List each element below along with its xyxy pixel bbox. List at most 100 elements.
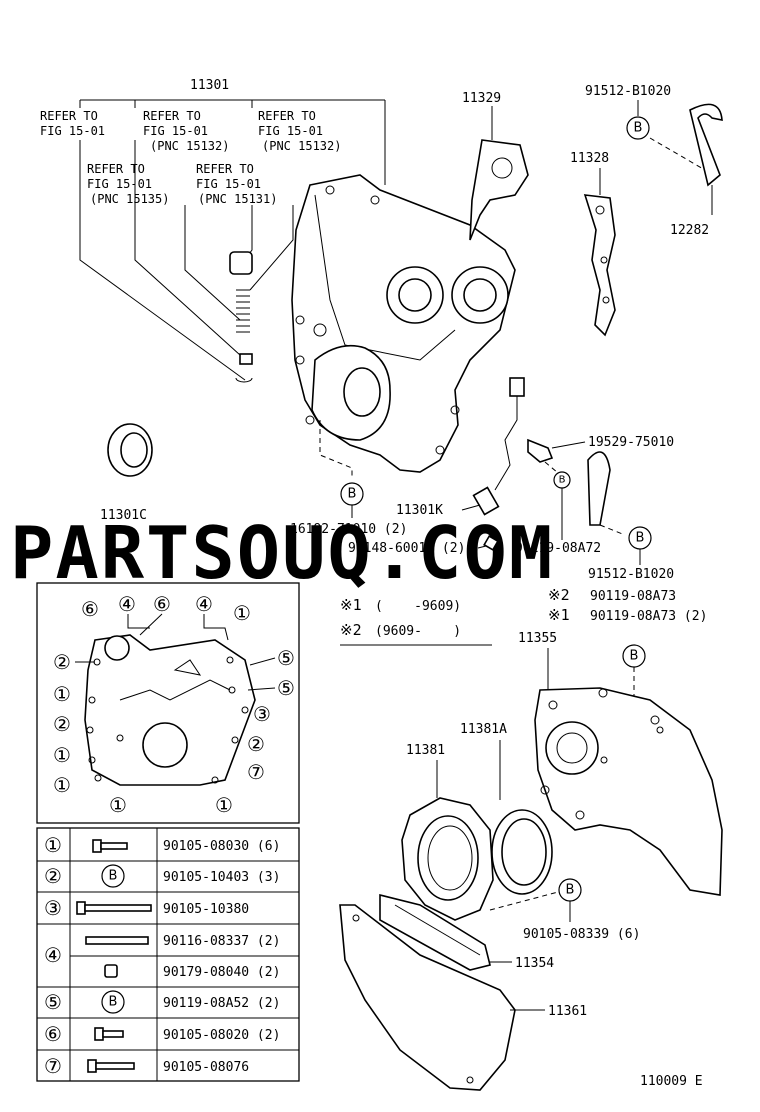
svg-text:⑦: ⑦ xyxy=(247,760,265,784)
label-11301: 11301 xyxy=(190,78,229,93)
label-91512-top: 91512-B1020 xyxy=(585,84,671,99)
bolt-table-row-7: ⑦ 90105-08076 xyxy=(44,1054,249,1078)
note-2-marker: ※2 xyxy=(340,621,362,639)
bolt-table xyxy=(36,827,300,1082)
dust-seal-plate-11361 xyxy=(339,904,516,1091)
label-16192: 16192-71010 (2) xyxy=(290,522,407,537)
bolt-table-row-2: ② B 90105-10403 (3) xyxy=(44,864,280,888)
svg-text:④: ④ xyxy=(44,943,62,967)
svg-text:①: ① xyxy=(53,773,71,797)
svg-text:①: ① xyxy=(109,793,127,817)
cover-gasket-11328 xyxy=(583,194,616,337)
long-bolt-icon xyxy=(76,901,152,915)
inset-callouts: ⑥ ④ ⑥ ④ ① ② ① ② ① ① ① ① ⑤ ⑤ ③ ② ⑦ xyxy=(53,592,295,817)
bolt-table-row-1: ① 90105-08030 (6) xyxy=(44,833,280,857)
nut-icon xyxy=(104,964,118,978)
relief-valve-parts xyxy=(229,251,253,383)
bolt-icon xyxy=(92,839,128,853)
bracket-19529 xyxy=(527,438,611,526)
bolt-table-row-4: ④ 90116-08337 (2) xyxy=(44,934,280,967)
svg-text:REFER TO: REFER TO xyxy=(196,162,254,176)
svg-text:FIG 15-01: FIG 15-01 xyxy=(87,177,152,191)
label-91512-bottom: 91512-B1020 xyxy=(588,567,674,582)
svg-text:②: ② xyxy=(53,712,71,736)
label-90119-08A73: 90119-08A73 xyxy=(590,589,676,604)
refer-note-5: REFER TO FIG 15-01 (PNC 15131) xyxy=(196,162,277,206)
marker-b-icon xyxy=(101,864,125,888)
label-11301C: 11301C xyxy=(100,508,147,523)
bolt-icon xyxy=(94,1027,124,1041)
svg-text:⑥: ⑥ xyxy=(153,592,171,616)
inset-bolt-location xyxy=(36,582,300,824)
svg-text:①: ① xyxy=(53,743,71,767)
label-11329: 11329 xyxy=(462,91,501,106)
sensor-assembly xyxy=(472,377,525,516)
svg-text:90105-08076: 90105-08076 xyxy=(163,1060,249,1075)
bolt-table-row-3: ③ 90105-10380 xyxy=(44,896,249,920)
svg-text:90179-08040 (2): 90179-08040 (2) xyxy=(163,965,280,980)
svg-text:B: B xyxy=(559,475,566,486)
baffle-11354 xyxy=(379,893,491,971)
svg-text:B: B xyxy=(109,995,118,1010)
label-12282: 12282 xyxy=(670,223,709,238)
inset-cover-outline xyxy=(84,634,256,786)
svg-text:FIG 15-01: FIG 15-01 xyxy=(40,124,105,138)
svg-text:②: ② xyxy=(44,864,62,888)
bracket-12282 xyxy=(689,103,723,187)
svg-text:⑤: ⑤ xyxy=(277,646,295,670)
svg-text:B: B xyxy=(566,883,575,898)
label-19529: 19529-75010 xyxy=(588,435,674,450)
note-1-marker: ※1 xyxy=(340,596,362,614)
svg-text:B: B xyxy=(634,121,643,136)
label-11301K: 11301K xyxy=(396,503,443,518)
svg-text:90105-08020 (2): 90105-08020 (2) xyxy=(163,1028,280,1043)
svg-text:REFER TO: REFER TO xyxy=(40,109,98,123)
svg-text:①: ① xyxy=(44,833,62,857)
svg-text:⑥: ⑥ xyxy=(81,597,99,621)
svg-text:④: ④ xyxy=(118,592,136,616)
label-11328: 11328 xyxy=(570,151,609,166)
svg-text:FIG 15-01: FIG 15-01 xyxy=(196,177,261,191)
label-90105-08339: 90105-08339 (6) xyxy=(523,927,640,942)
label-90148: 90148-60016 (2) xyxy=(348,541,465,556)
svg-text:B: B xyxy=(636,531,645,546)
svg-text:90116-08337 (2): 90116-08337 (2) xyxy=(163,934,280,949)
refer-note-2: REFER TO FIG 15-01 (PNC 15132) xyxy=(143,109,229,153)
bolt-table-row-4b: 90179-08040 (2) xyxy=(104,964,280,980)
refer-note-3: REFER TO FIG 15-01 (PNC 15132) xyxy=(258,109,341,153)
svg-text:②: ② xyxy=(247,732,265,756)
svg-text:90105-10380: 90105-10380 xyxy=(163,902,249,917)
svg-text:90105-08030 (6): 90105-08030 (6) xyxy=(163,839,280,854)
svg-text:REFER TO: REFER TO xyxy=(258,109,316,123)
label-11354: 11354 xyxy=(515,956,554,971)
svg-text:⑦: ⑦ xyxy=(44,1054,62,1078)
svg-text:90119-08A52 (2): 90119-08A52 (2) xyxy=(163,996,280,1011)
svg-text:④: ④ xyxy=(195,592,213,616)
refer-note-4: REFER TO FIG 15-01 (PNC 15135) xyxy=(87,162,169,206)
end-plate-11355 xyxy=(534,687,723,896)
svg-text:(PNC 15132): (PNC 15132) xyxy=(150,139,229,153)
svg-text:(PNC 15132): (PNC 15132) xyxy=(262,139,341,153)
svg-text:FIG 15-01: FIG 15-01 xyxy=(143,124,208,138)
svg-text:B: B xyxy=(348,487,357,502)
svg-text:⑥: ⑥ xyxy=(44,1022,62,1046)
svg-text:90105-10403 (3): 90105-10403 (3) xyxy=(163,870,280,885)
note-1-range: ( -9609) xyxy=(375,599,461,614)
label-11381A: 11381A xyxy=(460,722,507,737)
svg-text:⑤: ⑤ xyxy=(44,990,62,1014)
svg-text:②: ② xyxy=(53,650,71,674)
svg-text:⑤: ⑤ xyxy=(277,676,295,700)
svg-text:FIG 15-01: FIG 15-01 xyxy=(258,124,323,138)
marker-b-icon xyxy=(101,990,125,1014)
svg-text:③: ③ xyxy=(253,702,271,726)
watermark: PARTSOUQ.COM xyxy=(10,511,554,595)
seal-retainer-11381 xyxy=(401,797,494,921)
timing-chain-cover xyxy=(291,174,516,473)
svg-text:①: ① xyxy=(215,793,233,817)
label-11361: 11361 xyxy=(548,1004,587,1019)
bolt-table-row-5: ⑤ B 90119-08A52 (2) xyxy=(44,990,280,1014)
svg-text:REFER TO: REFER TO xyxy=(87,162,145,176)
bolt-icon xyxy=(87,1059,135,1073)
svg-text:B: B xyxy=(109,869,118,884)
